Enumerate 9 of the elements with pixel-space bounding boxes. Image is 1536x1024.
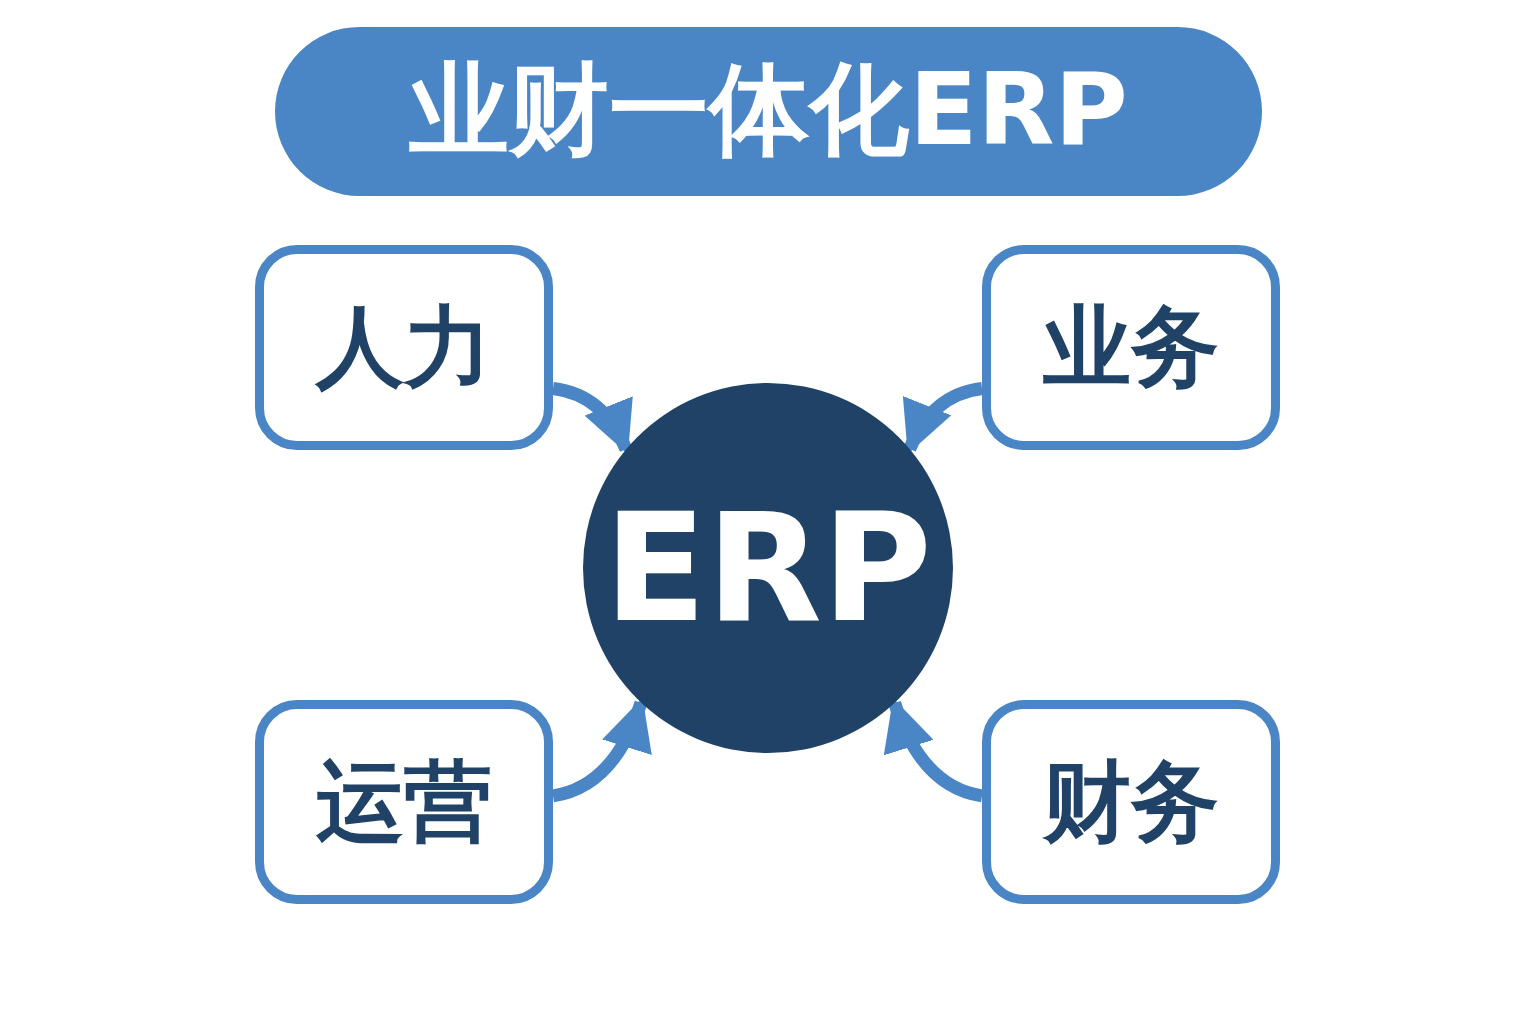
module-box: 财务 xyxy=(982,700,1280,904)
hub-circle: ERP xyxy=(583,383,953,753)
module-box: 人力 xyxy=(255,245,553,450)
module-box: 运营 xyxy=(255,700,553,904)
arrow xyxy=(551,382,632,455)
module-box: 业务 xyxy=(982,245,1280,450)
arrow xyxy=(903,382,984,454)
arrow xyxy=(885,698,984,803)
title-banner: 业财一体化ERP xyxy=(275,27,1262,196)
